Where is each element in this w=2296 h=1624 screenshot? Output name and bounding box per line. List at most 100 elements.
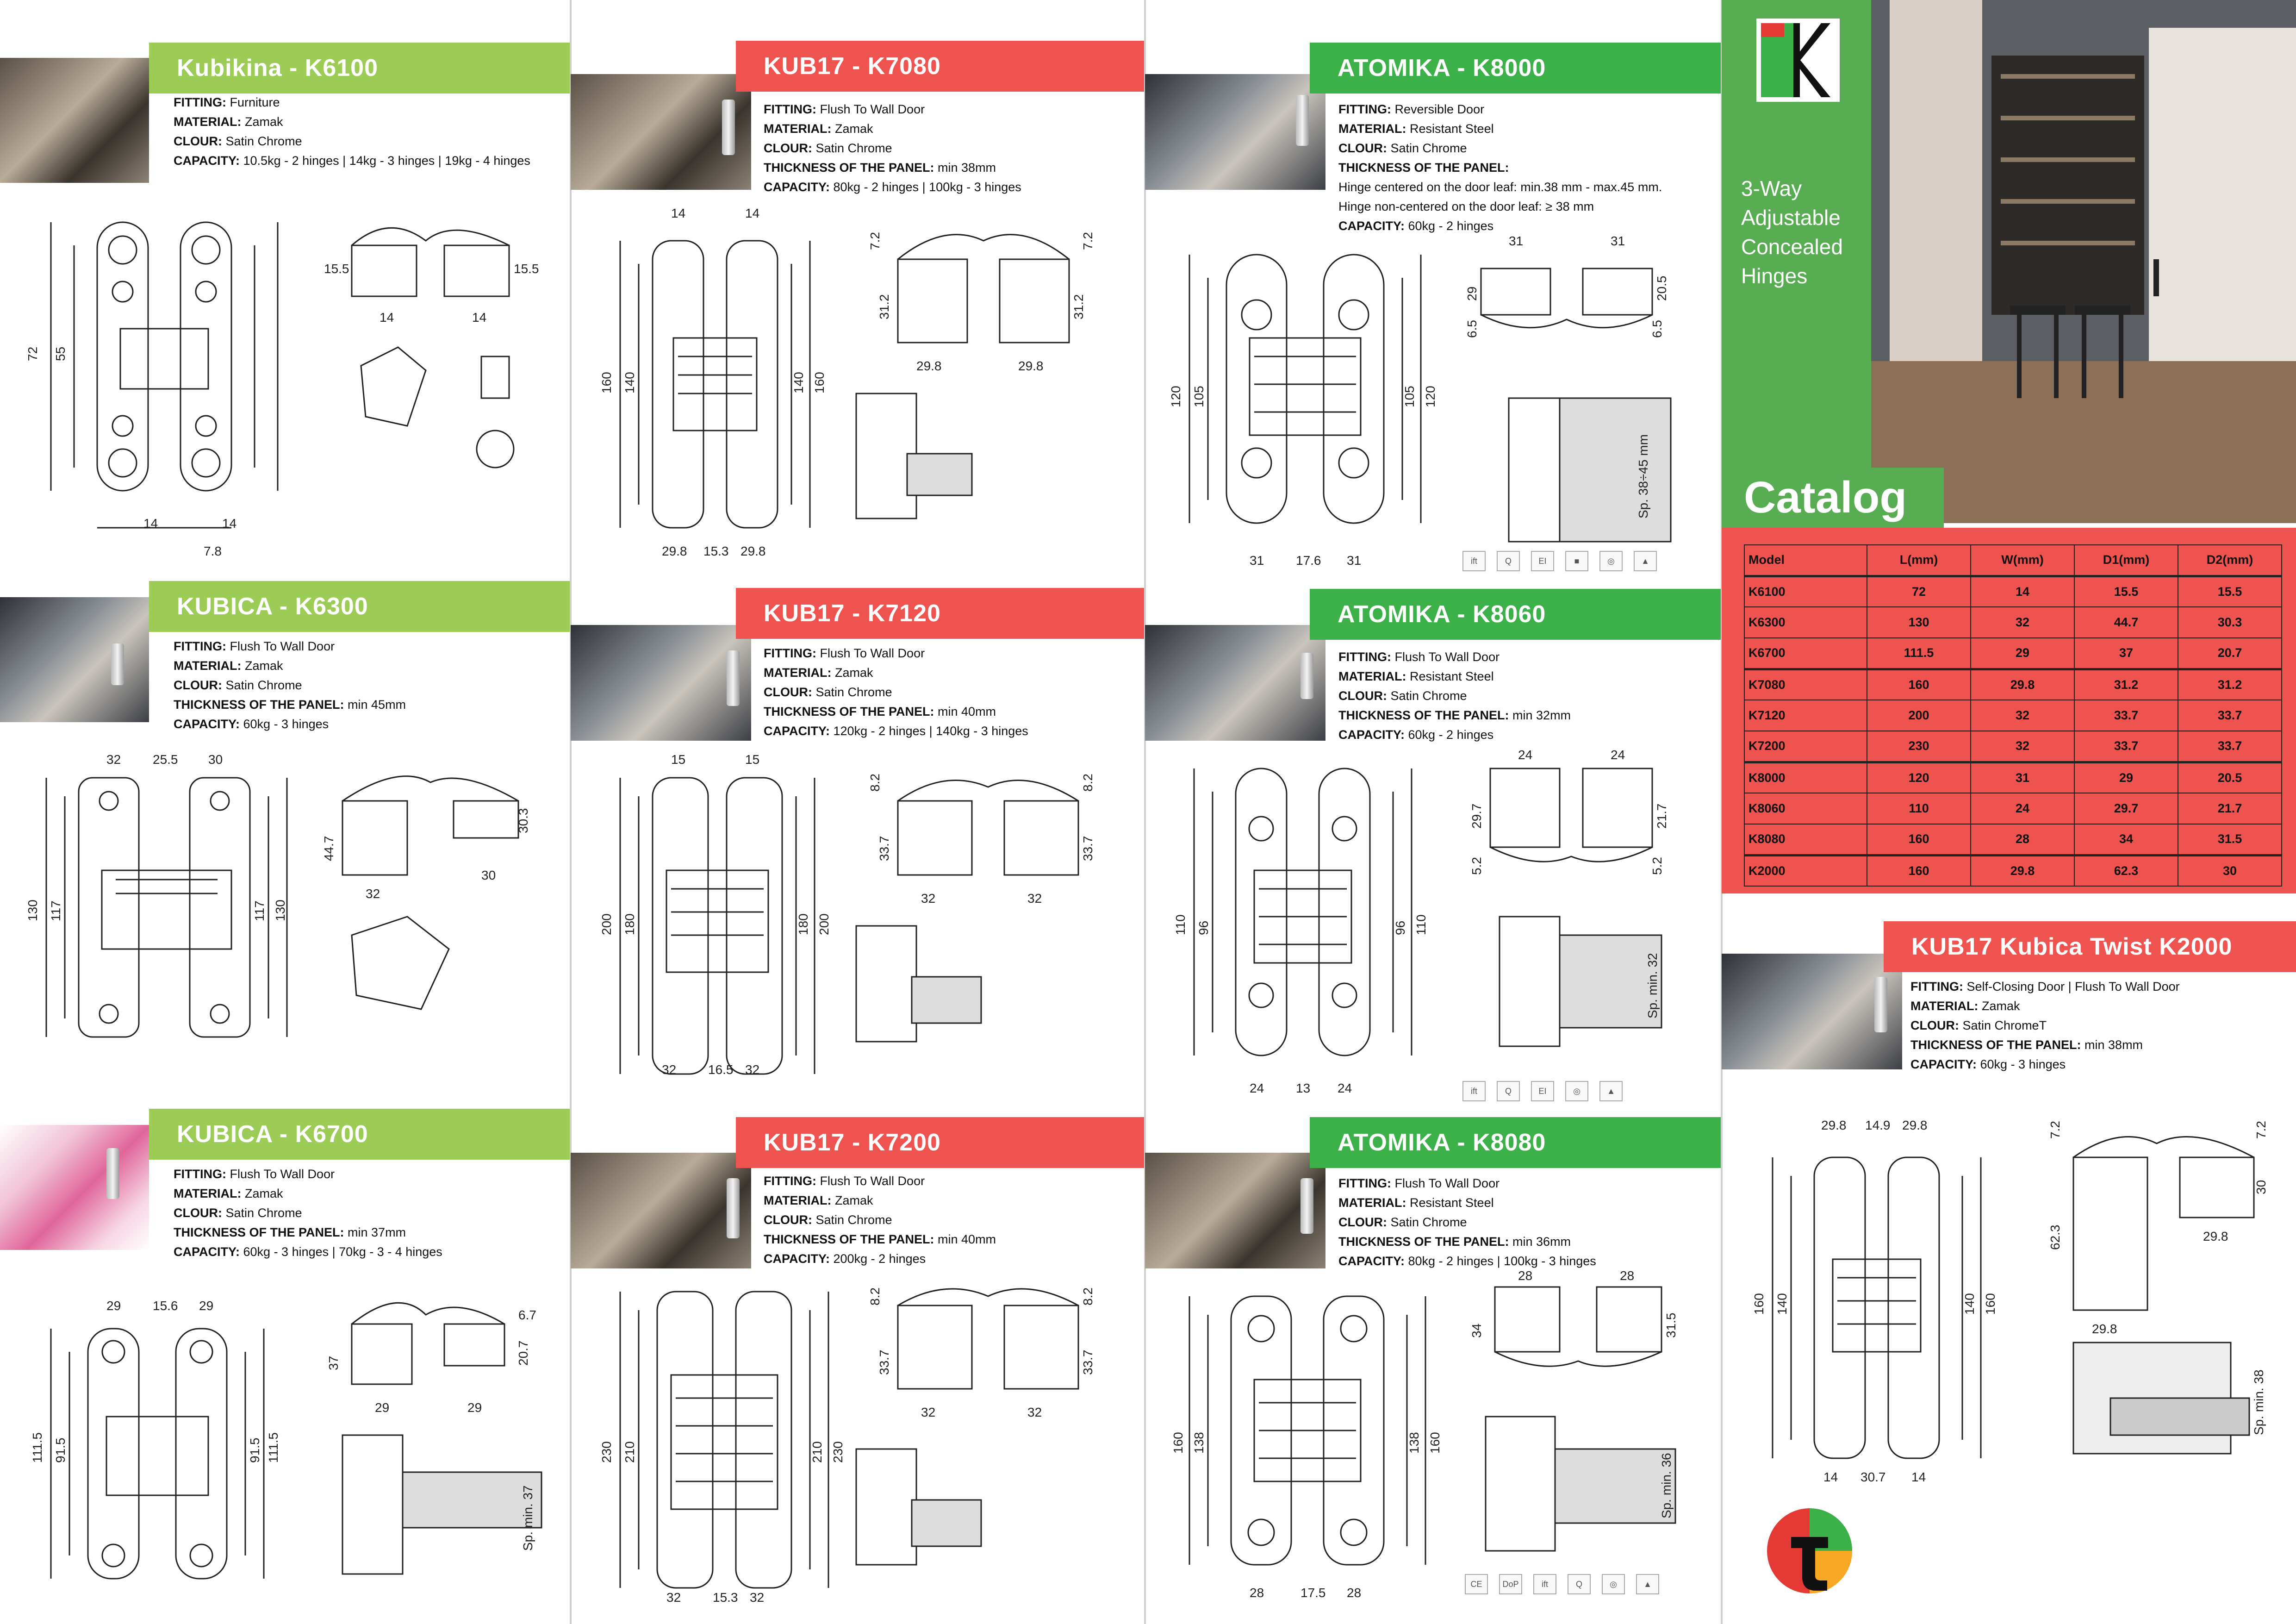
svg-text:24: 24: [1338, 1081, 1352, 1095]
product-photo: [0, 597, 149, 722]
interior-photo: [1871, 0, 2296, 523]
svg-text:20.7: 20.7: [516, 1341, 530, 1366]
svg-text:29: 29: [375, 1400, 389, 1415]
product-photo: [571, 1153, 751, 1268]
table-header: D2(mm): [2178, 544, 2282, 576]
svg-text:96: 96: [1393, 921, 1407, 935]
svg-text:32: 32: [921, 1405, 935, 1419]
quality-icon: Q: [1497, 1081, 1520, 1101]
technical-drawing-k7200: 230 210 210 230 32 15.3 32 8.2 33.7 33.7…: [599, 1287, 1095, 1605]
svg-text:14: 14: [1823, 1470, 1838, 1484]
svg-text:32: 32: [750, 1590, 764, 1605]
svg-text:31: 31: [1347, 553, 1361, 568]
technical-drawing-k8000: 120 105 105 120 31 17.6 31 31 31 29 20.5…: [1169, 234, 1672, 568]
svg-text:140: 140: [1962, 1293, 1977, 1315]
quality-icon: ◎: [1599, 551, 1623, 571]
fire-rated-icon: EI: [1531, 551, 1554, 571]
hinge-photo: [722, 100, 735, 155]
section-header-k8060: ATOMIKA - K8060: [1310, 589, 1721, 640]
svg-text:6.5: 6.5: [1650, 320, 1664, 338]
svg-text:14: 14: [1911, 1470, 1926, 1484]
svg-text:32: 32: [1027, 891, 1042, 906]
product-photo: [0, 1125, 149, 1250]
hinge-photo: [1300, 653, 1313, 699]
svg-text:31: 31: [1611, 234, 1625, 248]
svg-text:15.5: 15.5: [324, 262, 349, 276]
certification-icons: ift Q EI ■ ◎ ▲: [1462, 551, 1657, 571]
svg-text:14: 14: [143, 516, 158, 531]
svg-text:160: 160: [1428, 1432, 1442, 1454]
svg-text:32: 32: [666, 1590, 681, 1605]
specs-k7080: FITTING: Flush To Wall Door MATERIAL: Za…: [764, 102, 1021, 194]
svg-text:120: 120: [1169, 386, 1183, 407]
table-header-row: Model L(mm) W(mm) D1(mm) D2(mm): [1744, 544, 2282, 576]
svg-text:117: 117: [49, 900, 63, 921]
svg-text:30.3: 30.3: [516, 808, 530, 834]
svg-text:15: 15: [671, 752, 685, 767]
section-header-k6700: KUBICA - K6700: [149, 1109, 570, 1160]
svg-text:62.3: 62.3: [2048, 1225, 2062, 1250]
svg-text:15.6: 15.6: [153, 1299, 178, 1313]
technical-drawing-k6700: 29 15.6 29 111.5 91.5 91.5 111.5 37 20.7…: [30, 1299, 542, 1580]
svg-text:13: 13: [1296, 1081, 1310, 1095]
svg-text:29.8: 29.8: [1902, 1118, 1928, 1132]
svg-text:15.3: 15.3: [703, 544, 729, 558]
svg-text:200: 200: [599, 913, 614, 935]
svg-text:15.5: 15.5: [514, 262, 539, 276]
certification-icon: ift: [1533, 1574, 1556, 1594]
svg-text:55: 55: [53, 347, 68, 361]
svg-text:34: 34: [1469, 1324, 1484, 1338]
svg-text:Sp. 38÷45 mm: Sp. 38÷45 mm: [1636, 434, 1650, 518]
dop-icon: DoP: [1499, 1574, 1522, 1594]
svg-text:21.7: 21.7: [1655, 804, 1669, 829]
specs-k8080: FITTING: Flush To Wall Door MATERIAL: Re…: [1338, 1176, 1596, 1268]
svg-text:140: 140: [1775, 1293, 1789, 1315]
svg-text:138: 138: [1407, 1432, 1421, 1454]
technical-drawing-k7080: 14 14 160 140 140 160 29.8 15.3 29.8 7.2…: [599, 206, 1095, 558]
svg-text:15.3: 15.3: [713, 1590, 738, 1605]
svg-text:17.5: 17.5: [1300, 1586, 1326, 1600]
svg-text:72: 72: [25, 347, 40, 361]
svg-text:130: 130: [25, 899, 40, 921]
svg-text:30: 30: [208, 752, 223, 767]
product-photo: [571, 74, 751, 190]
specs-k6300: FITTING: Flush To Wall Door MATERIAL: Za…: [174, 639, 406, 731]
brand-t-logo-icon: [1767, 1508, 1852, 1593]
svg-text:160: 160: [812, 372, 827, 394]
section-header-k6100: Kubikina - K6100: [149, 43, 570, 94]
svg-text:32: 32: [106, 752, 121, 767]
svg-text:31: 31: [1509, 234, 1523, 248]
hinge-photo: [1296, 95, 1309, 146]
svg-text:29: 29: [1465, 287, 1479, 301]
svg-text:140: 140: [791, 372, 806, 394]
ce-mark-icon: CE: [1465, 1574, 1488, 1594]
flame-icon: ▲: [1636, 1574, 1659, 1594]
column-divider: [570, 0, 572, 1624]
svg-text:16.5: 16.5: [708, 1062, 734, 1077]
specs-k7120: FITTING: Flush To Wall Door MATERIAL: Za…: [764, 646, 1028, 738]
svg-text:7.2: 7.2: [2048, 1121, 2062, 1139]
svg-text:17.6: 17.6: [1296, 553, 1321, 568]
svg-text:140: 140: [622, 372, 637, 394]
svg-text:6.7: 6.7: [518, 1308, 536, 1322]
certification-icons: CE DoP ift Q ◎ ▲: [1465, 1574, 1659, 1594]
svg-text:91.5: 91.5: [248, 1438, 262, 1463]
table-header: D1(mm): [2074, 544, 2178, 576]
svg-text:Sp. min. 37: Sp. min. 37: [521, 1485, 535, 1551]
hinge-photo: [727, 1178, 740, 1238]
svg-text:8.2: 8.2: [1081, 774, 1095, 792]
table-header: Model: [1744, 544, 1867, 576]
specs-k8060: FITTING: Flush To Wall Door MATERIAL: Re…: [1338, 650, 1571, 742]
svg-text:28: 28: [1347, 1586, 1361, 1600]
svg-text:14: 14: [745, 206, 759, 220]
svg-text:44.7: 44.7: [322, 836, 336, 862]
svg-text:29.8: 29.8: [2092, 1322, 2117, 1336]
svg-text:29.8: 29.8: [1018, 359, 1044, 373]
svg-text:28: 28: [1518, 1268, 1532, 1283]
